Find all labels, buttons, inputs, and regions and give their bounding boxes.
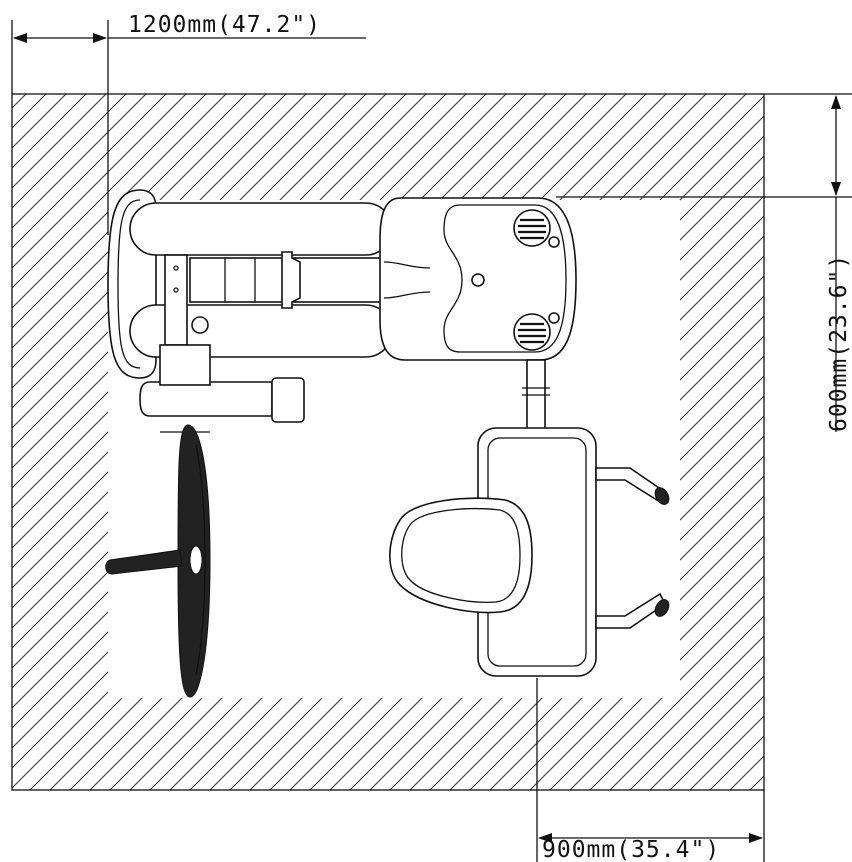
lower-handle-grip xyxy=(654,599,670,617)
housing-contour xyxy=(383,261,431,299)
clearance-dimension: 900mm(35.4") xyxy=(536,678,765,862)
bolt-icon xyxy=(173,265,179,271)
cross-arm-bracket xyxy=(159,344,211,386)
width-dimension: 1200mm(47.2") xyxy=(11,12,366,235)
flywheel xyxy=(160,424,211,698)
lower-grip-disc xyxy=(513,312,560,351)
cross-arm-clamp xyxy=(271,377,305,423)
safety-zone-hatching xyxy=(12,94,764,790)
bolt-icon xyxy=(173,287,179,293)
depth-label: 600mm(23.6") xyxy=(826,254,852,432)
depth-dimension: 600mm(23.6") xyxy=(556,93,852,432)
upper-grip-disc xyxy=(513,209,560,248)
width-label: 1200mm(47.2") xyxy=(128,12,321,38)
seat-cushion xyxy=(389,497,533,614)
upper-handle-grip xyxy=(654,487,670,505)
pedal-crank xyxy=(105,549,183,575)
seat-cushion-inner xyxy=(401,507,521,603)
mount-plate xyxy=(164,254,188,346)
machine-top-view xyxy=(105,189,670,698)
safety-zone-outer-border xyxy=(11,93,765,791)
lower-handle xyxy=(595,592,667,629)
clearance-label: 900mm(35.4") xyxy=(542,837,720,862)
pop-pin-knob xyxy=(191,316,209,334)
cross-arm xyxy=(139,381,273,417)
center-pivot-icon xyxy=(471,273,485,287)
body-housing-inner xyxy=(443,204,567,353)
adjustment-collar xyxy=(281,251,301,309)
upper-tube xyxy=(129,202,393,256)
end-plate-inner xyxy=(117,199,141,369)
